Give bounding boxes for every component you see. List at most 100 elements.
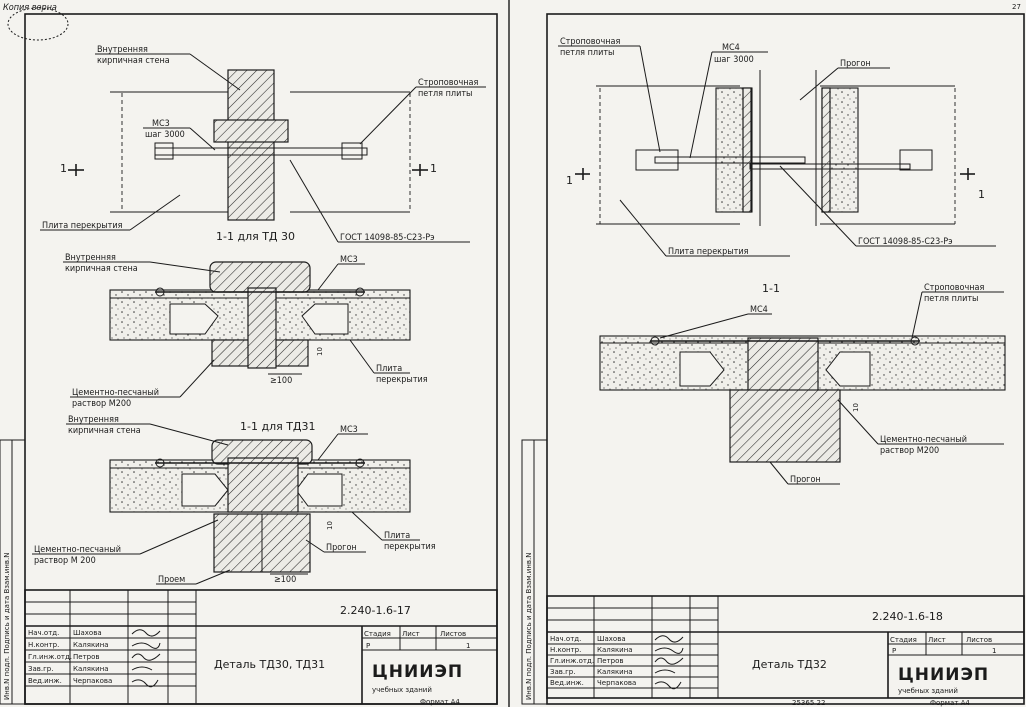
left-plan-step-label: шаг 3000	[145, 130, 185, 140]
right-section-mark-right: 1	[978, 188, 985, 201]
left-title-block: 2.240-1.6-17 Нач.отд. Н.контр. Гл.инж.от…	[24, 589, 498, 706]
left-side-strip-text: Инв.N подл. Подпись и дата Взам.инв.N	[3, 553, 11, 701]
right-signatures-icon	[654, 635, 684, 690]
page-number: 27	[1012, 3, 1021, 11]
right-role-2: Гл.инж.отд.	[550, 657, 594, 665]
right-hdr-stage: Стадия	[890, 636, 917, 644]
left-section-mark-right: 1	[430, 162, 437, 175]
right-title-block: 2.240-1.6-18 Нач.отд. Н.контр. Гл.инж.от…	[546, 595, 1025, 707]
left-title: Деталь ТД30, ТД31	[214, 658, 325, 671]
left-section-2: Внутренняя кирпичная стена 1-1 для ТД31 …	[32, 415, 436, 585]
right-frame	[546, 13, 1025, 705]
left-plan-slab-label: Плита перекрытия	[42, 221, 123, 231]
right-section-mortar-2: раствор М200	[880, 446, 939, 456]
left-plan-mc-label: МС3	[152, 119, 170, 129]
left-plan-loop-label-1: Строповочная	[418, 78, 478, 88]
left-s2-caption: 1-1 для ТД31	[240, 420, 316, 433]
left-hdr-sheet: Лист	[402, 630, 420, 638]
right-section-mark-left: 1	[566, 174, 573, 187]
left-s2-opening: Проем	[158, 575, 185, 585]
right-plan-loop-label-1: Строповочная	[560, 37, 620, 47]
left-name-3: Калякина	[73, 665, 109, 673]
left-plan-loop-label-2: петля плиты	[418, 89, 472, 99]
left-s1-mortar-2: раствор М200	[72, 399, 131, 409]
left-org-sub: учебных зданий	[372, 686, 432, 694]
right-plan-view: 1 1 Строповочная петля плиты МС4 шаг 300…	[558, 37, 996, 257]
left-s2-slab-1: Плита	[384, 531, 410, 541]
left-stage: Р	[366, 642, 370, 650]
left-section-mark-left: 1	[60, 162, 67, 175]
left-s2-slab-2: перекрытия	[384, 542, 436, 552]
right-doc-code: 2.240-1.6-18	[872, 610, 943, 623]
left-s1-wall-label-1: Внутренняя	[65, 253, 116, 263]
left-name-1: Калякина	[73, 641, 109, 649]
copy-stamp: Копия верна	[3, 3, 57, 13]
right-plan-step-label: шаг 3000	[714, 55, 754, 65]
right-role-3: Зав.гр.	[550, 668, 575, 676]
left-s1-wall-label-2: кирпичная стена	[65, 264, 138, 274]
left-s2-dim-10: 10	[326, 521, 334, 530]
right-section-loop-label-2: петля плиты	[924, 294, 978, 304]
right-role-1: Н.контр.	[550, 646, 581, 654]
right-title: Деталь ТД32	[752, 658, 827, 671]
left-org: ЦНИИЭП	[372, 662, 463, 682]
right-section-purlin-label: Прогон	[790, 475, 821, 485]
right-plan-purlin-label: Прогон	[840, 59, 871, 69]
right-plan-loop-right	[899, 149, 933, 171]
left-name-2: Петров	[73, 653, 100, 661]
right-org-sub: учебных зданий	[898, 687, 958, 695]
right-plan-gost-label: ГОСТ 14098-85-С23-Рэ	[858, 237, 953, 247]
left-s1-mortar-1: Цементно-песчаный	[72, 388, 159, 398]
left-s2-wall-label-1: Внутренняя	[68, 415, 119, 425]
left-s1-mc-label: МС3	[340, 255, 358, 265]
left-role-4: Вед.инж.	[28, 677, 62, 685]
left-role-1: Н.контр.	[28, 641, 59, 649]
left-role-2: Гл.инж.отд.	[28, 653, 72, 661]
stamp-seal-icon	[7, 7, 69, 41]
left-plan-wall-label-1: Внутренняя	[97, 45, 148, 55]
right-name-4: Черпакова	[597, 679, 636, 687]
right-plan-loop-left	[635, 149, 679, 171]
right-role-0: Нач.отд.	[550, 635, 581, 643]
right-section-dim-10: 10	[852, 403, 860, 412]
left-plan-view: 1 1 Внутренняя кирпичная стена Строповоч…	[40, 45, 486, 243]
left-name-4: Черпакова	[73, 677, 112, 685]
right-stage: Р	[892, 647, 896, 655]
left-plan-gost-label: ГОСТ 14098-85-С23-Рэ	[340, 233, 435, 243]
left-doc-code: 2.240-1.6-17	[340, 604, 411, 617]
left-plan-loop-right	[341, 142, 363, 160]
left-sheet: Копия верна Инв.N подл. Подпись и дата В…	[0, 3, 498, 706]
right-section-mc-label: МС4	[750, 305, 768, 315]
right-section-purlin	[729, 389, 841, 463]
left-hdr-stage: Стадия	[364, 630, 391, 638]
left-s1-dim-100: ≥100	[270, 376, 292, 386]
left-s2-mortar-1: Цементно-песчаный	[34, 545, 121, 555]
right-side-strip-text: Инв.N подл. Подпись и дата Взам.инв.N	[525, 553, 533, 701]
right-section-caption: 1-1	[762, 282, 780, 295]
right-sheet: 27 Инв.N подл. Подпись и дата Взам.инв.N	[521, 3, 1025, 707]
right-role-4: Вед.инж.	[550, 679, 584, 687]
left-hdr-sheets: Листов	[440, 630, 466, 638]
right-section: 1-1 МС4 Строповочная петля плиты 10 Цеме…	[599, 282, 1006, 485]
right-plan-slab-label: Плита перекрытия	[668, 247, 749, 257]
left-s2-mc-label: МС3	[340, 425, 358, 435]
right-format: Формат А4	[930, 699, 970, 707]
left-name-0: Шахова	[73, 629, 102, 637]
right-plan-loop-label-2: петля плиты	[560, 48, 614, 58]
left-s1-slab-2: перекрытия	[376, 375, 428, 385]
left-format: Формат А4	[420, 698, 460, 706]
left-signatures-icon	[131, 629, 161, 688]
right-hdr-sheet: Лист	[928, 636, 946, 644]
left-s2-wall-label-2: кирпичная стена	[68, 426, 141, 436]
right-org: ЦНИИЭП	[898, 665, 989, 685]
left-plan-loop-left	[154, 142, 174, 160]
left-plan-caption: 1-1 для ТД 30	[216, 230, 295, 243]
right-name-0: Шахова	[597, 635, 626, 643]
right-section-loop-label-1: Строповочная	[924, 283, 984, 293]
right-name-1: Калякина	[597, 646, 633, 654]
right-sheets: 1	[992, 647, 996, 655]
left-s1-slab-1: Плита	[376, 364, 402, 374]
left-role-0: Нач.отд.	[28, 629, 59, 637]
left-section-1: Внутренняя кирпичная стена МС3 10 ≥100 Ц…	[63, 253, 428, 409]
